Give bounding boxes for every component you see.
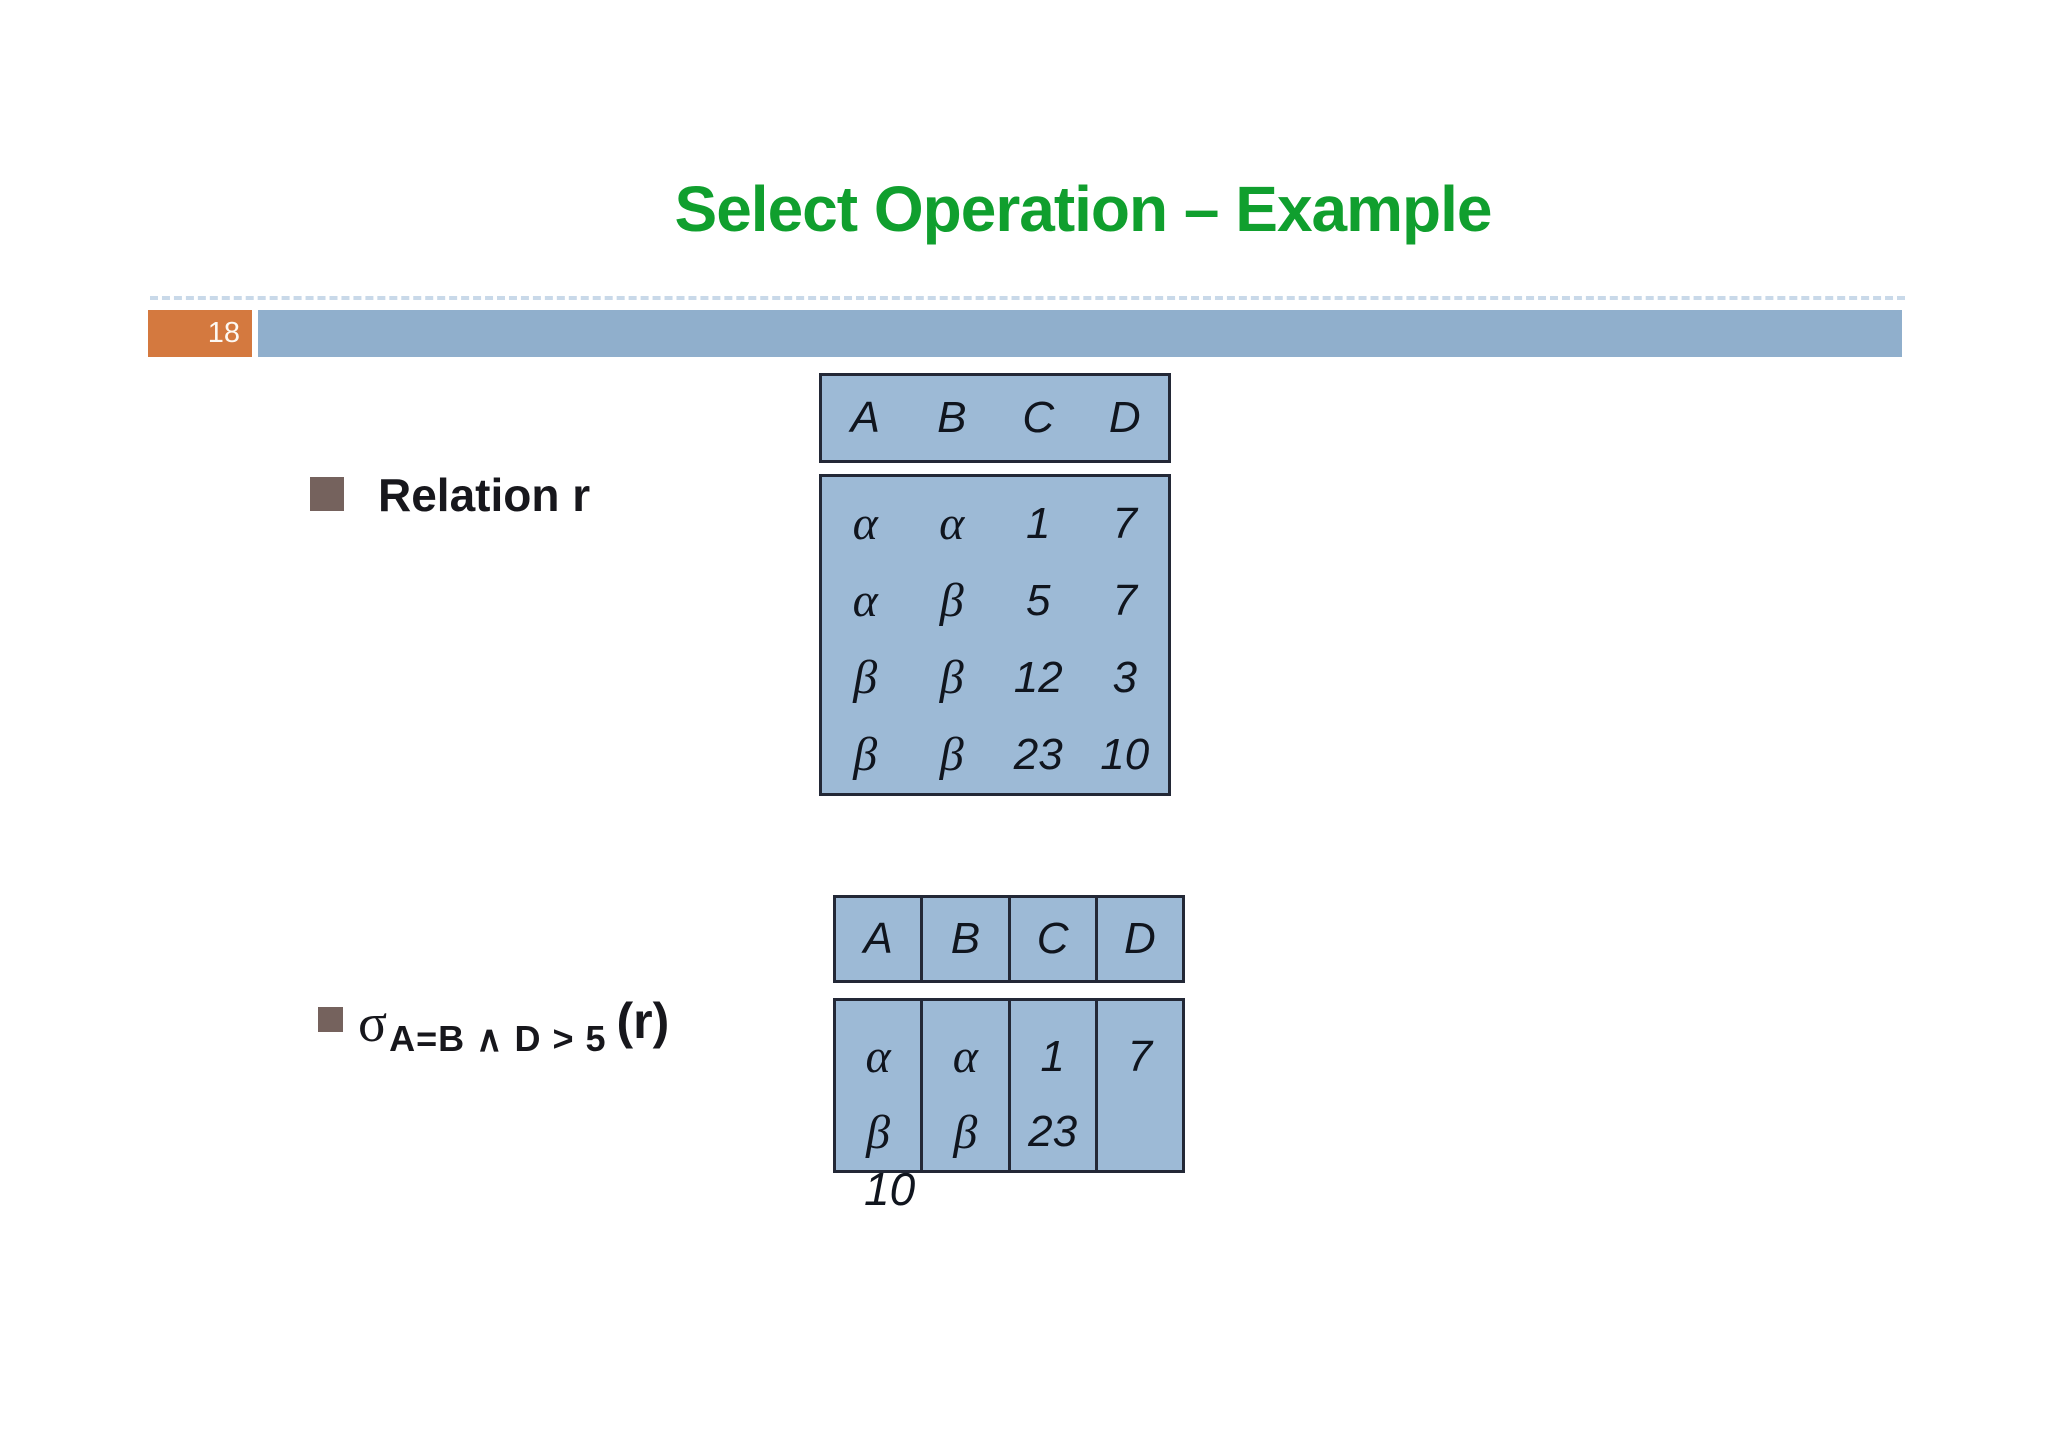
relation-table-body: α α 1 7 α β 5 7 β β 12 3 β β 23 10 [819, 474, 1171, 796]
table-row: α β 5 7 [822, 562, 1168, 639]
table-column: α β [836, 1001, 920, 1170]
table-cell: 5 [1026, 575, 1051, 625]
table-cell: 7 [1112, 575, 1137, 625]
table-cell: β [939, 574, 964, 627]
table-cell: α [852, 497, 878, 550]
table-cell: α [939, 497, 965, 550]
table-cell: 23 [1013, 729, 1063, 779]
table-cell: 3 [1112, 652, 1137, 702]
relation-table-header: A B C D [819, 373, 1171, 463]
table-cell: 7 [1127, 1031, 1153, 1081]
header-cell: C [1007, 898, 1095, 980]
table-cell: 23 [1028, 1107, 1078, 1157]
header-cell: A [850, 393, 880, 442]
header-cell: B [937, 393, 967, 442]
table-column: 1 23 [1007, 1001, 1095, 1170]
table-column: 7 [1094, 1001, 1182, 1171]
table-row: β β 12 3 [822, 639, 1168, 716]
header-cell: D [1108, 393, 1141, 442]
sigma-expression: σ A=B ∧ D > 5 (r) [358, 988, 669, 1060]
table-cell: 10 [1100, 729, 1150, 779]
bullet-square-icon [318, 1007, 343, 1032]
table-cell: β [853, 728, 878, 781]
header-cell: A [863, 914, 893, 963]
table-cell: 12 [1013, 652, 1063, 702]
result-overflow-value: 10 [864, 1163, 916, 1215]
table-cell: 7 [1112, 498, 1137, 548]
result-table-body: α β α β 1 23 7 [833, 998, 1185, 1173]
slide-title: Select Operation – Example [674, 173, 1493, 245]
header-dashed-rule [150, 296, 1905, 300]
table-cell [1098, 1095, 1182, 1171]
header-bar [258, 310, 1902, 357]
table-cell: β [953, 1105, 978, 1159]
page-number: 18 [207, 317, 240, 349]
sigma-operand: (r) [616, 993, 670, 1049]
relation-label: Relation r [378, 469, 591, 521]
header-cell: B [920, 898, 1007, 980]
page-number-box: 18 [148, 310, 252, 357]
sigma-operator: σ [358, 993, 388, 1053]
table-cell: β [853, 651, 878, 704]
table-cell: α [952, 1030, 978, 1084]
table-cell: 1 [1026, 498, 1051, 548]
result-table-header: A B C D [833, 895, 1185, 983]
table-cell: β [939, 651, 964, 704]
table-cell: 1 [1040, 1031, 1065, 1081]
table-cell: β [939, 728, 964, 781]
header-cell: C [1022, 393, 1055, 442]
table-row: α α 1 7 [822, 485, 1168, 562]
table-column: α β [920, 1001, 1007, 1170]
sigma-subscript: A=B ∧ D > 5 [389, 1018, 607, 1059]
table-row: β β 23 10 [822, 716, 1168, 793]
header-cell: D [1094, 898, 1182, 980]
table-cell: α [865, 1030, 891, 1084]
table-cell: α [852, 574, 878, 627]
bullet-square-icon [310, 477, 344, 511]
table-cell: β [866, 1105, 891, 1159]
